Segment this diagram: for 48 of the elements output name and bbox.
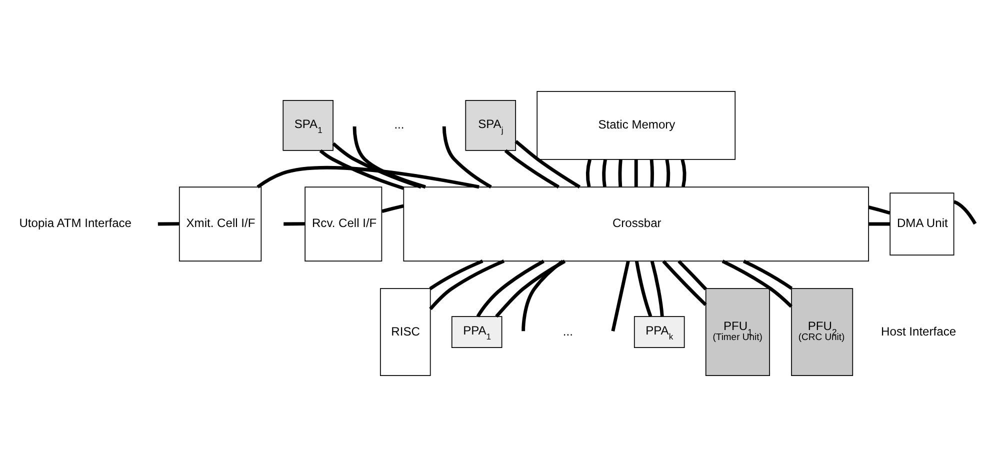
connector	[634, 260, 652, 317]
connector	[284, 222, 305, 226]
label: ...	[394, 118, 404, 132]
connector	[352, 126, 426, 189]
connector	[680, 159, 686, 188]
connector	[868, 206, 890, 215]
connector	[522, 260, 564, 332]
node-box: RISC	[380, 288, 431, 376]
node-box: Xmit. Cell I/F	[178, 186, 262, 262]
node-box: DMA Unit	[890, 192, 954, 256]
connector	[611, 260, 630, 332]
connector	[602, 159, 607, 188]
connector	[504, 149, 560, 188]
connector	[586, 159, 592, 188]
connector	[429, 259, 505, 310]
node-box: SPA$_{j}$	[465, 100, 516, 151]
connector	[650, 160, 654, 187]
label: Host Interface	[881, 324, 956, 338]
connector	[868, 222, 890, 226]
connector	[442, 126, 492, 188]
connector	[476, 260, 545, 318]
node-box: PPA$_{k}$	[634, 316, 685, 348]
connector	[662, 260, 707, 306]
node-box: PFU$_{2}$ (CRC Unit)	[791, 288, 854, 376]
connector	[332, 142, 422, 189]
connector	[618, 160, 622, 187]
connector	[722, 260, 792, 308]
connector	[634, 160, 638, 187]
connector	[256, 166, 480, 189]
node-box: Rcv. Cell I/F	[304, 186, 382, 262]
connector	[382, 204, 404, 213]
node-box: Static Memory	[536, 91, 736, 160]
label: ...	[562, 324, 573, 338]
connector	[428, 259, 484, 290]
node-box: SPA$_{1}$	[282, 100, 334, 151]
connector	[742, 260, 793, 290]
connector	[678, 260, 708, 290]
label: Utopia ATM Interface	[19, 216, 132, 230]
node-box: Crossbar	[403, 186, 869, 262]
node-box: PPA$_{1}$	[451, 316, 502, 348]
connector	[158, 222, 180, 226]
connector	[665, 159, 670, 188]
connector	[514, 140, 581, 188]
node-box: PFU$_{1}$ (Timer Unit)	[705, 288, 770, 376]
connector	[495, 260, 566, 318]
connector	[953, 200, 977, 225]
connector	[650, 260, 664, 316]
connector	[319, 149, 404, 190]
